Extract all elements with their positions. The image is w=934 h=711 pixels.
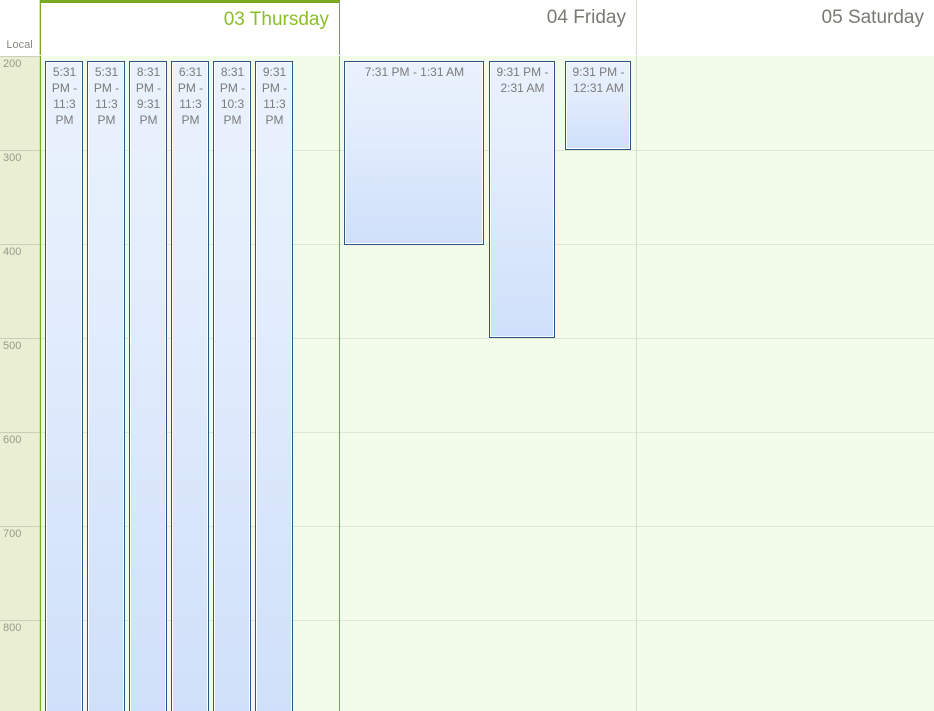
time-gutter: 200 300 400 500 600 700 800 — [0, 56, 40, 711]
day-header-row: 03 Thursday 04 Friday 05 Saturday — [0, 0, 934, 36]
gutter-tick — [0, 244, 40, 245]
day-header-label: 03 Thursday — [223, 9, 329, 30]
hour-label: 500 — [3, 340, 22, 352]
gutter-tick — [0, 338, 40, 339]
hour-label: 600 — [3, 434, 22, 446]
day-column-thursday[interactable]: 5:31 PM - 11:3 PM 5:31 PM - 11:3 PM 8:31… — [40, 56, 340, 711]
event-time-label: 7:31 PM - 1:31 AM — [364, 65, 465, 79]
event-time-label: 8:31 PM - 9:31 PM — [135, 65, 162, 127]
calendar-event[interactable]: 9:31 PM - 11:3 PM — [255, 61, 293, 711]
event-time-label: 5:31 PM - 11:3 PM — [93, 65, 120, 127]
gutter-tick — [0, 150, 40, 151]
calendar-event[interactable]: 5:31 PM - 11:3 PM — [87, 61, 125, 711]
hour-gridline — [637, 338, 934, 339]
calendar-grid-body[interactable]: 200 300 400 500 600 700 800 5:31 PM - 11… — [0, 56, 934, 711]
calendar-event[interactable]: 9:31 PM - 2:31 AM — [489, 61, 555, 338]
calendar-event[interactable]: 6:31 PM - 11:3 PM — [171, 61, 209, 711]
hour-label: 200 — [3, 58, 22, 70]
timezone-label: Local — [0, 36, 40, 55]
day-header-label: 05 Saturday — [821, 7, 924, 28]
calendar-event[interactable]: 8:31 PM - 10:3 PM — [213, 61, 251, 711]
day-column-saturday[interactable] — [637, 56, 934, 711]
hour-gridline — [637, 526, 934, 527]
all-day-cell-friday[interactable] — [340, 36, 637, 55]
event-time-label: 8:31 PM - 10:3 PM — [219, 65, 246, 127]
hour-gridline — [340, 150, 636, 151]
day-header-saturday[interactable]: 05 Saturday — [637, 0, 934, 36]
day-header-label: 04 Friday — [546, 7, 626, 28]
hour-gridline — [637, 432, 934, 433]
calendar-event[interactable]: 7:31 PM - 1:31 AM — [344, 61, 484, 245]
hour-label: 800 — [3, 622, 22, 634]
all-day-cell-saturday[interactable] — [637, 36, 934, 55]
hour-gridline — [340, 620, 636, 621]
hour-gridline — [340, 338, 636, 339]
hour-gridline — [637, 620, 934, 621]
hour-gridline — [637, 244, 934, 245]
event-time-label: 9:31 PM - 11:3 PM — [261, 65, 288, 127]
hour-gridline — [340, 244, 636, 245]
gutter-tick — [0, 432, 40, 433]
all-day-row: Local — [0, 36, 934, 55]
all-day-cell-thursday[interactable] — [40, 36, 340, 55]
calendar-event[interactable]: 8:31 PM - 9:31 PM — [129, 61, 167, 711]
hour-gridline — [637, 150, 934, 151]
hour-gridline — [340, 526, 636, 527]
gutter-tick — [0, 56, 40, 57]
hour-label: 700 — [3, 528, 22, 540]
gutter-tick — [0, 526, 40, 527]
day-header-friday[interactable]: 04 Friday — [340, 0, 637, 36]
calendar-event[interactable]: 5:31 PM - 11:3 PM — [45, 61, 83, 711]
event-time-label: 5:31 PM - 11:3 PM — [51, 65, 78, 127]
hour-label: 400 — [3, 246, 22, 258]
day-column-friday[interactable]: 7:31 PM - 1:31 AM 9:31 PM - 2:31 AM 9:31… — [340, 56, 637, 711]
event-time-label: 6:31 PM - 11:3 PM — [177, 65, 204, 127]
calendar-event[interactable]: 9:31 PM - 12:31 AM — [565, 61, 631, 150]
gutter-tick — [0, 620, 40, 621]
hour-gridline — [340, 432, 636, 433]
event-time-label: 9:31 PM - 12:31 AM — [572, 65, 625, 95]
hour-label: 300 — [3, 152, 22, 164]
event-time-label: 9:31 PM - 2:31 AM — [496, 65, 549, 95]
day-header-thursday[interactable]: 03 Thursday — [40, 0, 340, 36]
header-corner-cell — [0, 0, 40, 36]
